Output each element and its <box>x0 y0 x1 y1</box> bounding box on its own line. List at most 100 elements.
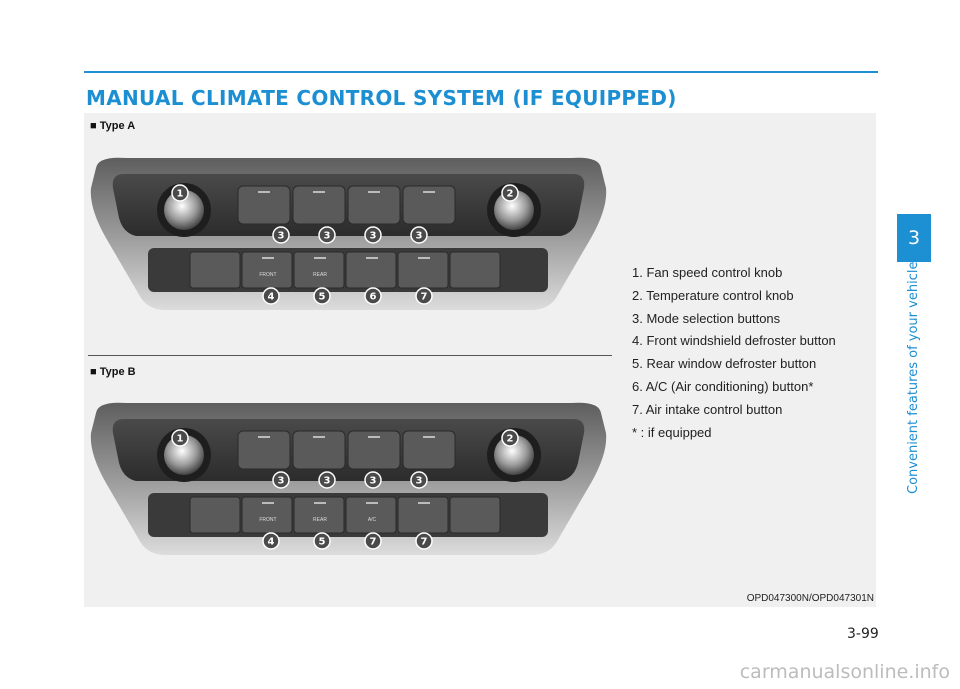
type-b-mode-led <box>423 436 435 438</box>
page-number: 3-99 <box>847 626 879 642</box>
legend-item: 6. A/C (Air conditioning) button* <box>632 378 814 394</box>
type-a-button-label: FRONT <box>259 272 276 278</box>
type-b-callout-number: 3 <box>278 476 285 487</box>
type-b-callout-number: 4 <box>268 537 275 548</box>
type-a-callout-marker <box>415 287 433 305</box>
chapter-tab: 3 <box>897 214 931 262</box>
type-b-button-label: A/C <box>368 517 377 523</box>
type-b-mode-button <box>402 430 456 470</box>
top-rule <box>84 71 878 73</box>
legend-item: 7. Air intake control button <box>632 401 783 417</box>
type-a-callout-number: 3 <box>278 231 285 242</box>
type-b-callout-number: 2 <box>507 434 514 445</box>
type-b-callout-number: 3 <box>416 476 423 487</box>
type-a-mode-led <box>423 191 435 193</box>
type-a-mode-led <box>368 191 380 193</box>
type-a-callout-number: 3 <box>324 231 331 242</box>
type-a-callout-marker <box>313 287 331 305</box>
type-a-mode-button <box>347 185 401 225</box>
type-a-mode-led <box>313 191 325 193</box>
legend-item: 4. Front windshield defroster button <box>632 333 836 349</box>
type-a-lower-led <box>262 257 274 259</box>
type-a-callout-marker <box>364 226 382 244</box>
type-b-lower-led <box>262 502 274 504</box>
type-a-callout-number: 2 <box>507 189 514 200</box>
type-b-callout-marker <box>410 471 428 489</box>
type-b-mode-button <box>347 430 401 470</box>
type-b-button-label: FRONT <box>259 517 276 523</box>
figure-code: OPD047300N/OPD047301N <box>746 593 874 604</box>
type-b-mode-button <box>292 430 346 470</box>
type-a-callout-marker <box>410 226 428 244</box>
type-a-lower-led <box>314 257 326 259</box>
type-a-callout-marker <box>262 287 280 305</box>
type-a-label: ■ Type A <box>90 120 136 132</box>
type-b-callout-marker <box>318 471 336 489</box>
type-b-callout-number: 3 <box>324 476 331 487</box>
type-a-callout-marker <box>272 226 290 244</box>
type-a-lower-button <box>449 251 501 289</box>
type-b-button-label: REAR <box>313 517 327 523</box>
type-b-label: ■ Type B <box>90 366 136 378</box>
watermark: carmanualsonline.info <box>739 661 950 683</box>
type-a-panel-svg: FRONT REAR 1 2 3 3 3 3 4 5 6 7 <box>90 157 607 310</box>
type-a-climate-panel: FRONT REAR 1 2 3 3 3 3 4 5 6 7 <box>86 148 611 318</box>
legend-item: 2. Temperature control knob <box>632 287 794 303</box>
type-a-callout-number: 6 <box>370 292 377 303</box>
type-b-lower-button <box>189 496 241 534</box>
type-b-callout-number: 7 <box>421 537 428 548</box>
type-a-lower-led <box>418 257 430 259</box>
type-b-callout-number: 7 <box>370 537 377 548</box>
type-a-lower-button <box>241 251 293 289</box>
type-a-callout-number: 3 <box>416 231 423 242</box>
type-b-callout-marker <box>313 532 331 550</box>
legend-list: 1. Fan speed control knob 2. Temperature… <box>632 262 836 444</box>
type-a-callout-number: 5 <box>319 292 326 303</box>
type-a-callout-marker <box>364 287 382 305</box>
type-a-lower-button <box>189 251 241 289</box>
legend-item: 5. Rear window defroster button <box>632 356 817 372</box>
type-a-mode-led <box>258 191 270 193</box>
type-a-button-label: REAR <box>313 272 327 278</box>
type-a-mode-button <box>292 185 346 225</box>
type-b-callout-marker <box>364 471 382 489</box>
type-a-fan-knob <box>164 190 204 230</box>
type-b-mode-led <box>313 436 325 438</box>
type-b-callout-marker <box>415 532 433 550</box>
type-a-lower-led <box>366 257 378 259</box>
type-b-callout-number: 3 <box>370 476 377 487</box>
type-a-callout-marker <box>501 184 519 202</box>
type-b-mode-led <box>258 436 270 438</box>
figure-divider <box>88 355 612 356</box>
type-a-callout-number: 3 <box>370 231 377 242</box>
type-b-callout-marker <box>364 532 382 550</box>
type-b-callout-marker <box>501 429 519 447</box>
legend-item: 1. Fan speed control knob <box>632 265 783 280</box>
legend-item: 3. Mode selection buttons <box>632 310 781 326</box>
type-b-callout-marker <box>262 532 280 550</box>
type-a-callout-number: 4 <box>268 292 275 303</box>
type-b-lower-led <box>418 502 430 504</box>
type-b-climate-panel: FRONT REAR A/C 1 2 3 3 3 3 4 5 7 7 <box>86 393 611 563</box>
type-b-lower-led <box>314 502 326 504</box>
legend-item: * : if equipped <box>632 424 712 440</box>
page-title: MANUAL CLIMATE CONTROL SYSTEM (IF EQUIPP… <box>86 86 677 110</box>
type-b-lower-button <box>449 496 501 534</box>
type-b-callout-number: 1 <box>177 434 184 445</box>
type-a-callout-marker <box>171 184 189 202</box>
type-b-fan-knob <box>164 435 204 475</box>
type-a-callout-marker <box>318 226 336 244</box>
type-a-callout-number: 1 <box>177 189 184 200</box>
type-b-mode-led <box>368 436 380 438</box>
chapter-title: Convenient features of your vehicle <box>906 261 921 494</box>
type-b-lower-led <box>366 502 378 504</box>
type-b-panel-svg: FRONT REAR A/C 1 2 3 3 3 3 4 5 7 7 <box>90 402 607 555</box>
type-b-callout-marker <box>272 471 290 489</box>
type-b-mode-button <box>237 430 291 470</box>
type-a-temp-knob <box>494 190 534 230</box>
type-b-callout-number: 5 <box>319 537 326 548</box>
type-a-mode-button <box>402 185 456 225</box>
type-b-lower-button <box>241 496 293 534</box>
type-a-callout-number: 7 <box>421 292 428 303</box>
type-b-callout-marker <box>171 429 189 447</box>
